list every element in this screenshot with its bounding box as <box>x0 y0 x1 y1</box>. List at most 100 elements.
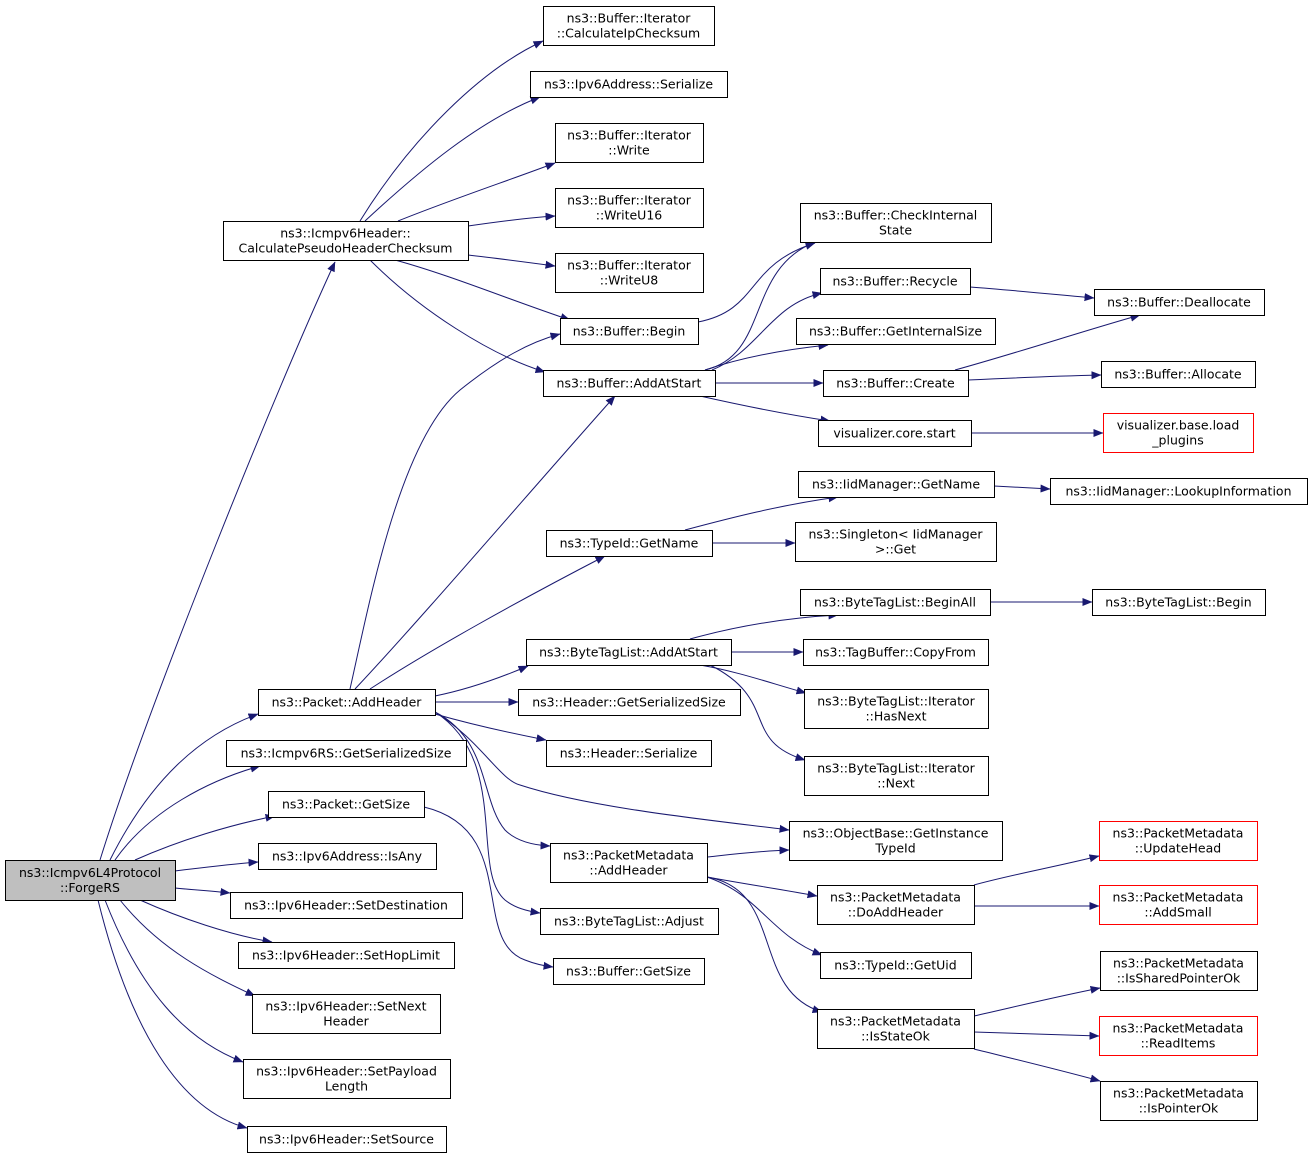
node-label: ::ForgeRS <box>60 880 120 895</box>
node-bi_w16[interactable]: ns3::Buffer::Iterator::WriteU16 <box>555 188 704 228</box>
node-pm_ah[interactable]: ns3::PacketMetadata::AddHeader <box>550 843 708 883</box>
node-label: ns3::Buffer::GetSize <box>566 964 691 979</box>
node-label: ns3::PacketMetadata <box>1113 890 1244 905</box>
node-label: ::HasNext <box>865 709 926 724</box>
node-btl_adj[interactable]: ns3::ByteTagList::Adjust <box>540 908 719 935</box>
node-box <box>543 6 715 46</box>
node-ip6h_shl[interactable]: ns3::Ipv6Header::SetHopLimit <box>238 942 455 969</box>
node-pm_ipo[interactable]: ns3::PacketMetadata::IsPointerOk <box>1100 1081 1258 1121</box>
edge-pkt_ah-to-btl_adj <box>434 711 541 916</box>
node-label: ns3::Buffer::AddAtStart <box>557 376 702 391</box>
node-rs_gss[interactable]: ns3::Icmpv6RS::GetSerializedSize <box>226 740 467 767</box>
node-pm_ispo[interactable]: ns3::PacketMetadata::IsSharedPointerOk <box>1100 951 1258 991</box>
node-box <box>1092 589 1266 616</box>
edge-root-to-ip6_isany <box>174 858 259 872</box>
edge-btl_aas-to-btl_ba <box>689 611 839 640</box>
node-btl_ba[interactable]: ns3::ByteTagList::BeginAll <box>800 589 991 616</box>
node-label: ns3::Icmpv6L4Protocol <box>19 865 161 880</box>
edge-pkt_ah-to-buf_begin <box>349 332 561 690</box>
node-pm_as[interactable]: ns3::PacketMetadata::AddSmall <box>1099 885 1258 925</box>
node-box <box>817 1009 975 1049</box>
node-box <box>258 843 437 870</box>
node-buf_gis[interactable]: ns3::Buffer::GetInternalSize <box>796 318 996 345</box>
node-box <box>555 123 704 163</box>
node-btl_aas[interactable]: ns3::ByteTagList::AddAtStart <box>526 639 732 666</box>
node-bi_cic[interactable]: ns3::Buffer::Iterator::CalculateIpChecks… <box>543 6 715 46</box>
node-ip6h_ss[interactable]: ns3::Ipv6Header::SetSource <box>247 1126 447 1153</box>
edge-root-to-pkt_gs <box>134 813 276 861</box>
node-box <box>555 253 704 293</box>
node-label: ::ReadItems <box>1141 1036 1216 1051</box>
edge-buf_aas-to-buf_gis <box>704 342 829 371</box>
node-box <box>820 952 972 979</box>
node-pm_ri[interactable]: ns3::PacketMetadata::ReadItems <box>1099 1016 1258 1056</box>
node-label: ::DoAddHeader <box>848 905 944 920</box>
node-cphc[interactable]: ns3::Icmpv6Header::CalculatePseudoHeader… <box>223 221 469 261</box>
node-ip6h_sd[interactable]: ns3::Ipv6Header::SetDestination <box>230 892 463 919</box>
node-buf_begin[interactable]: ns3::Buffer::Begin <box>560 318 699 345</box>
node-label: ns3::IidManager::LookupInformation <box>1065 484 1291 499</box>
node-buf_rec[interactable]: ns3::Buffer::Recycle <box>820 268 971 295</box>
edge-buf_aas-to-buf_cis <box>704 241 816 371</box>
node-box <box>804 689 989 729</box>
node-box <box>800 589 991 616</box>
node-ip6_isany[interactable]: ns3::Ipv6Address::IsAny <box>258 843 437 870</box>
node-box <box>818 420 972 447</box>
node-pm_dah[interactable]: ns3::PacketMetadata::DoAddHeader <box>817 885 975 925</box>
edge-root-to-ip6h_snh <box>119 899 256 997</box>
node-label: Length <box>325 1079 368 1094</box>
node-box <box>226 740 467 767</box>
node-iid_gn[interactable]: ns3::IidManager::GetName <box>798 471 995 498</box>
node-label: ns3::Ipv6Header::SetHopLimit <box>252 948 440 963</box>
node-label: ns3::Buffer::Iterator <box>567 11 692 26</box>
node-pkt_gs[interactable]: ns3::Packet::GetSize <box>268 791 425 818</box>
node-box <box>550 843 708 883</box>
node-bi_w[interactable]: ns3::Buffer::Iterator::Write <box>555 123 704 163</box>
node-label: ns3::PacketMetadata <box>1113 1021 1244 1036</box>
node-btli_hn[interactable]: ns3::ByteTagList::Iterator::HasNext <box>804 689 989 729</box>
node-label: ::IsPointerOk <box>1139 1101 1219 1116</box>
node-tid_gn[interactable]: ns3::TypeId::GetName <box>546 530 713 557</box>
node-label: ns3::PacketMetadata <box>563 848 694 863</box>
node-hdr_gss[interactable]: ns3::Header::GetSerializedSize <box>518 689 741 716</box>
node-box <box>258 689 436 716</box>
node-label: ns3::Packet::GetSize <box>282 797 410 812</box>
node-label: ns3::Packet::AddHeader <box>272 695 423 710</box>
node-tb_cf[interactable]: ns3::TagBuffer::CopyFrom <box>803 639 989 666</box>
node-root[interactable]: ns3::Icmpv6L4Protocol::ForgeRS <box>5 860 176 901</box>
node-pm_iso[interactable]: ns3::PacketMetadata::IsStateOk <box>817 1009 975 1049</box>
edge-btl_aas-to-btli_n <box>709 664 806 762</box>
node-pkt_ah[interactable]: ns3::Packet::AddHeader <box>258 689 436 716</box>
node-singleton[interactable]: ns3::Singleton< IidManager >::Get <box>795 522 997 562</box>
node-pm_uh[interactable]: ns3::PacketMetadata::UpdateHead <box>1099 821 1258 861</box>
node-ip6_ser[interactable]: ns3::Ipv6Address::Serialize <box>530 71 728 98</box>
node-btl_b[interactable]: ns3::ByteTagList::Begin <box>1092 589 1266 616</box>
node-box <box>268 791 425 818</box>
node-buf_alloc[interactable]: ns3::Buffer::Allocate <box>1101 361 1256 388</box>
node-vis_start[interactable]: visualizer.core.start <box>818 420 972 447</box>
edge-cphc-to-bi_cic <box>359 40 544 222</box>
node-btli_n[interactable]: ns3::ByteTagList::Iterator::Next <box>804 756 989 796</box>
node-buf_cre[interactable]: ns3::Buffer::Create <box>823 370 969 397</box>
node-vis_load[interactable]: visualizer.base.load_plugins <box>1103 413 1254 453</box>
edge-root-to-rs_gss <box>114 764 261 861</box>
node-box <box>252 994 441 1034</box>
edge-pm_ah-to-ob_git <box>706 846 790 858</box>
node-tid_gu[interactable]: ns3::TypeId::GetUid <box>820 952 972 979</box>
edge-cphc-to-bi_w16 <box>467 212 556 227</box>
node-buf_dealloc[interactable]: ns3::Buffer::Deallocate <box>1094 289 1265 316</box>
node-iid_li[interactable]: ns3::IidManager::LookupInformation <box>1050 478 1308 505</box>
node-label: ns3::PacketMetadata <box>830 1014 961 1029</box>
node-box <box>817 885 975 925</box>
edge-root-to-pkt_ah <box>109 713 259 861</box>
node-buf_aas[interactable]: ns3::Buffer::AddAtStart <box>543 370 716 397</box>
edge-pkt_ah-to-hdr_ser <box>434 713 547 743</box>
node-label: State <box>879 223 912 238</box>
node-hdr_ser[interactable]: ns3::Header::Serialize <box>546 740 712 767</box>
node-bi_w8[interactable]: ns3::Buffer::Iterator::WriteU8 <box>555 253 704 293</box>
node-buf_gs[interactable]: ns3::Buffer::GetSize <box>553 958 705 985</box>
